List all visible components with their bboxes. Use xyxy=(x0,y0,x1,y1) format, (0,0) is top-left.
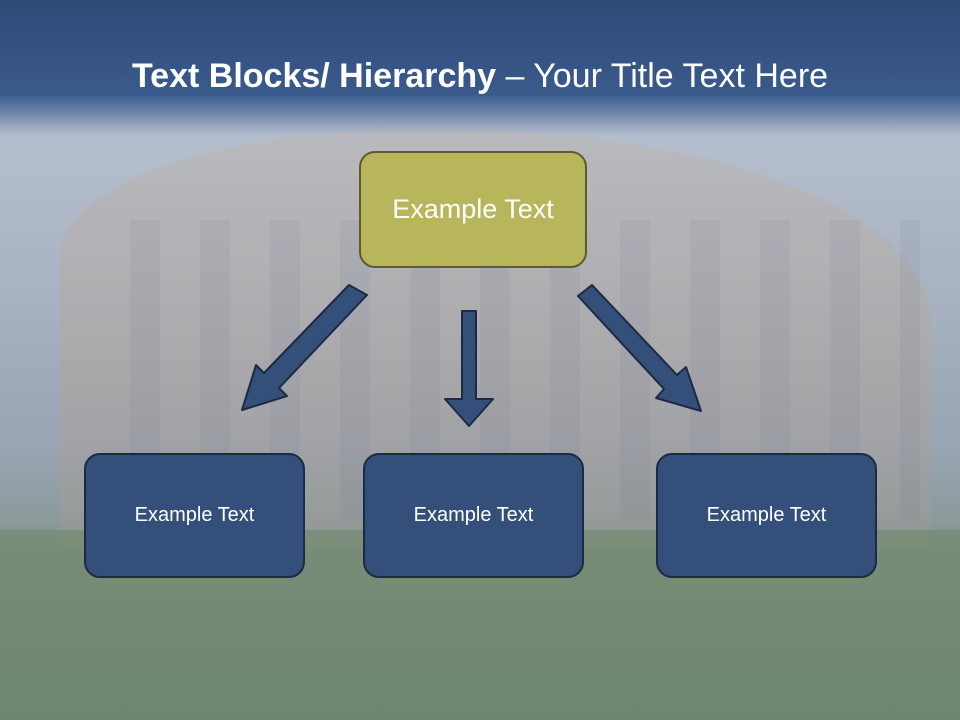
child-text-block-label: Example Text xyxy=(413,504,534,526)
child-text-block-right[interactable]: Example Text xyxy=(656,453,877,578)
top-text-block-label: Example Text xyxy=(392,194,554,224)
top-text-block[interactable]: Example Text xyxy=(359,151,587,268)
child-text-block-center[interactable]: Example Text xyxy=(363,453,584,578)
child-text-block-left[interactable]: Example Text xyxy=(84,453,305,578)
title-regular-part: – Your Title Text Here xyxy=(496,57,829,95)
slide-title: Text Blocks/ Hierarchy – Your Title Text… xyxy=(0,52,960,100)
title-bold-part: Text Blocks/ Hierarchy xyxy=(131,57,497,95)
child-text-block-label: Example Text xyxy=(134,504,255,526)
child-text-block-label: Example Text xyxy=(706,504,827,526)
title-bar xyxy=(0,0,960,135)
